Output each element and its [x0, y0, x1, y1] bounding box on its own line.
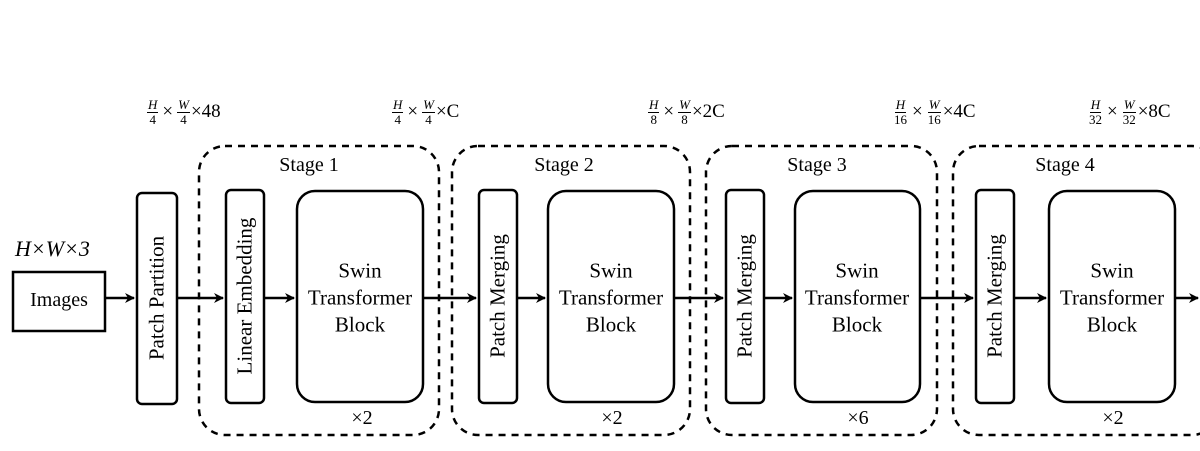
stage-4-title: Stage 4: [1035, 154, 1095, 176]
input-dimension-label: H×W×3: [15, 236, 90, 261]
stage-3-repeat: ×6: [847, 407, 869, 429]
stage-4-repeat: ×2: [1102, 407, 1124, 429]
images-label: Images: [30, 289, 88, 311]
stage-2-title: Stage 2: [534, 154, 594, 176]
stage-1-title: Stage 1: [279, 154, 339, 176]
patch-merging-label-stage-3: Patch Merging: [732, 234, 757, 358]
swin-label-stage-4: Swin Transformer Block: [1059, 258, 1165, 337]
stage-1-container: [197, 144, 441, 437]
swin-block-stage-1: [295, 189, 425, 404]
swin-block-stage-3: [793, 189, 922, 404]
swin-label-stage-2: Swin Transformer Block: [558, 258, 664, 337]
swin-block-stage-4: [1047, 189, 1177, 404]
swin-block-stage-2: [546, 189, 676, 404]
patch-merging-block-stage-2: [477, 188, 519, 405]
linear-embedding-label: Linear Embedding: [232, 217, 257, 375]
patch-merging-block-stage-3: [724, 188, 766, 405]
images-box: [11, 270, 107, 333]
stage-2-container: [450, 144, 692, 437]
swin-label-stage-1: Swin Transformer Block: [307, 258, 413, 337]
patch-partition-label: Patch Partition: [144, 235, 169, 361]
swin-label-stage-3: Swin Transformer Block: [804, 258, 910, 337]
stage-3-container: [704, 144, 939, 437]
stage-3-title: Stage 3: [787, 154, 847, 176]
stage-1-repeat: ×2: [351, 407, 373, 429]
stage-4-container: [951, 144, 1200, 437]
patch-merging-block-stage-4: [974, 188, 1016, 405]
patch-merging-label-stage-4: Patch Merging: [982, 234, 1007, 358]
stage-2-repeat: ×2: [601, 407, 623, 429]
linear-embedding-block: [224, 188, 266, 405]
patch-merging-label-stage-2: Patch Merging: [485, 234, 510, 358]
